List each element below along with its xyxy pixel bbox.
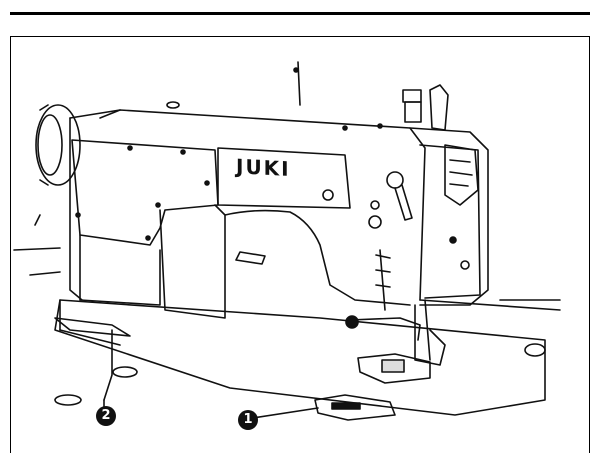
callout-1-leader: [252, 407, 319, 419]
callout-1-marker: 1: [238, 410, 258, 430]
machine-body: [34, 61, 489, 366]
frame-top-border: [10, 36, 590, 37]
frame-left-border: [10, 36, 11, 453]
brand-nameplate: JUKI: [236, 154, 308, 182]
knee-lifter-plate: [54, 317, 131, 401]
treadle-plate: [314, 394, 396, 421]
frame-right-border: [589, 36, 590, 453]
callout-2-marker: 2: [96, 406, 116, 426]
table-surface: [13, 247, 561, 406]
header-rule: [10, 12, 590, 15]
brand-label: JUKI: [236, 154, 291, 181]
bed-plate: [54, 299, 546, 416]
